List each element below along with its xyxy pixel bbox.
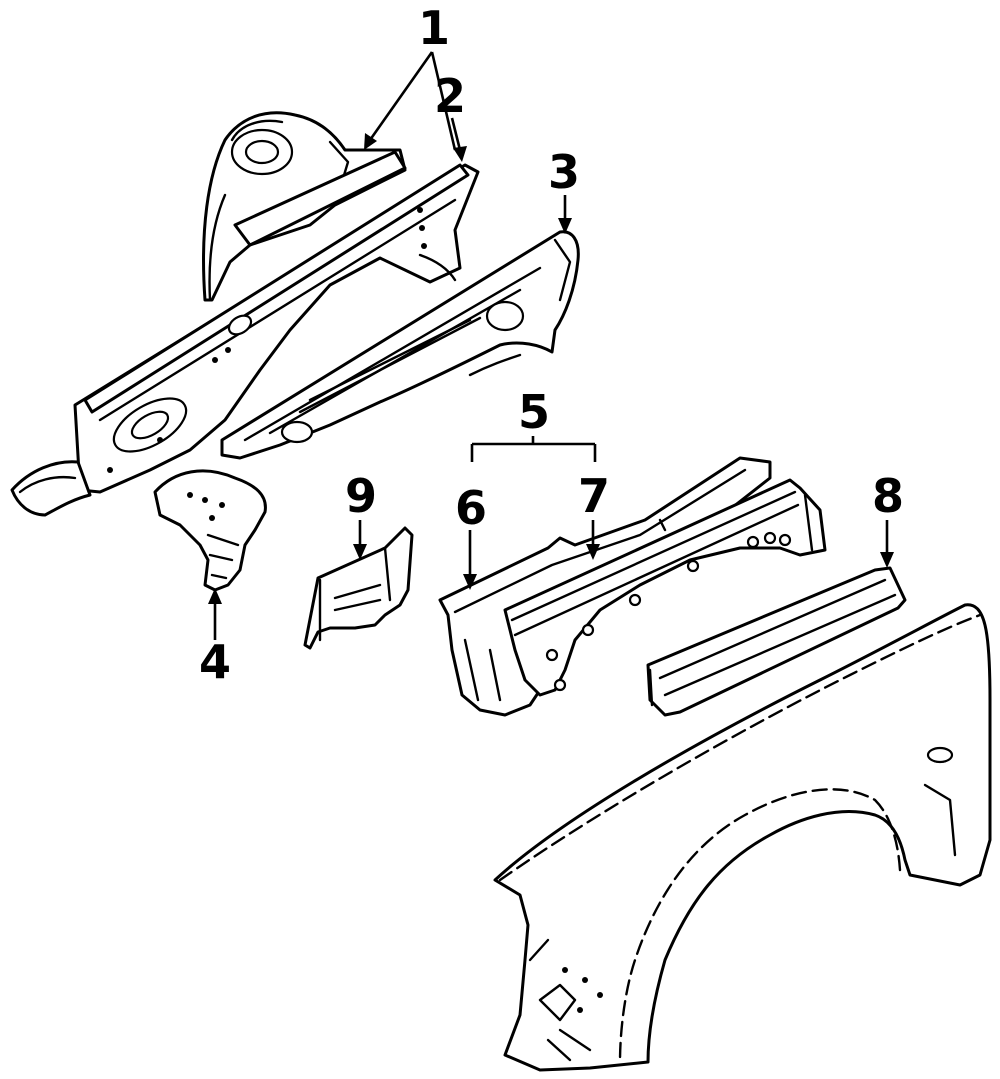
front-apron (220, 230, 580, 460)
wheelhouse-reinforcement-7 (503, 478, 827, 697)
callout-2: 2 (434, 69, 466, 123)
callout-9: 9 (345, 469, 377, 523)
fender-strip-8 (646, 566, 907, 717)
callout-8: 8 (872, 469, 904, 523)
leader-lines (208, 51, 894, 640)
callout-4: 4 (199, 635, 231, 689)
bracket-9 (303, 526, 414, 650)
callout-1: 1 (418, 1, 450, 55)
callout-3: 3 (548, 145, 580, 199)
callout-7: 7 (578, 469, 610, 523)
callout-labels: 1 2 3 4 5 6 7 8 9 (199, 1, 904, 689)
bracket-4 (153, 469, 267, 592)
callout-5: 5 (518, 385, 550, 439)
front-fender (493, 603, 992, 1072)
front-side-member (10, 111, 480, 517)
callout-6: 6 (455, 481, 487, 535)
